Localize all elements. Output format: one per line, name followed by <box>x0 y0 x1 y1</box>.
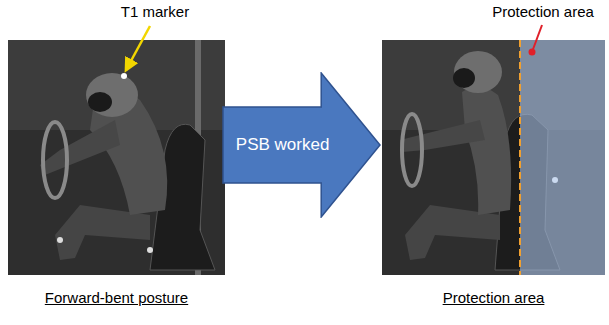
right-photo <box>382 25 605 275</box>
left-photo <box>8 26 225 275</box>
annotation-label: T1 marker <box>95 3 215 20</box>
block-arrow: PSB worked <box>222 72 382 218</box>
arrow-label: PSB worked <box>228 135 337 155</box>
caption-text: Protection area <box>372 289 609 306</box>
photo-panel: Forward-bent posture <box>8 40 225 275</box>
arrow-fill <box>223 73 380 217</box>
caption-text: Forward-bent posture <box>0 289 235 306</box>
photo-panel: Protection area <box>382 40 605 275</box>
annotation-label: Protection area <box>482 3 604 20</box>
